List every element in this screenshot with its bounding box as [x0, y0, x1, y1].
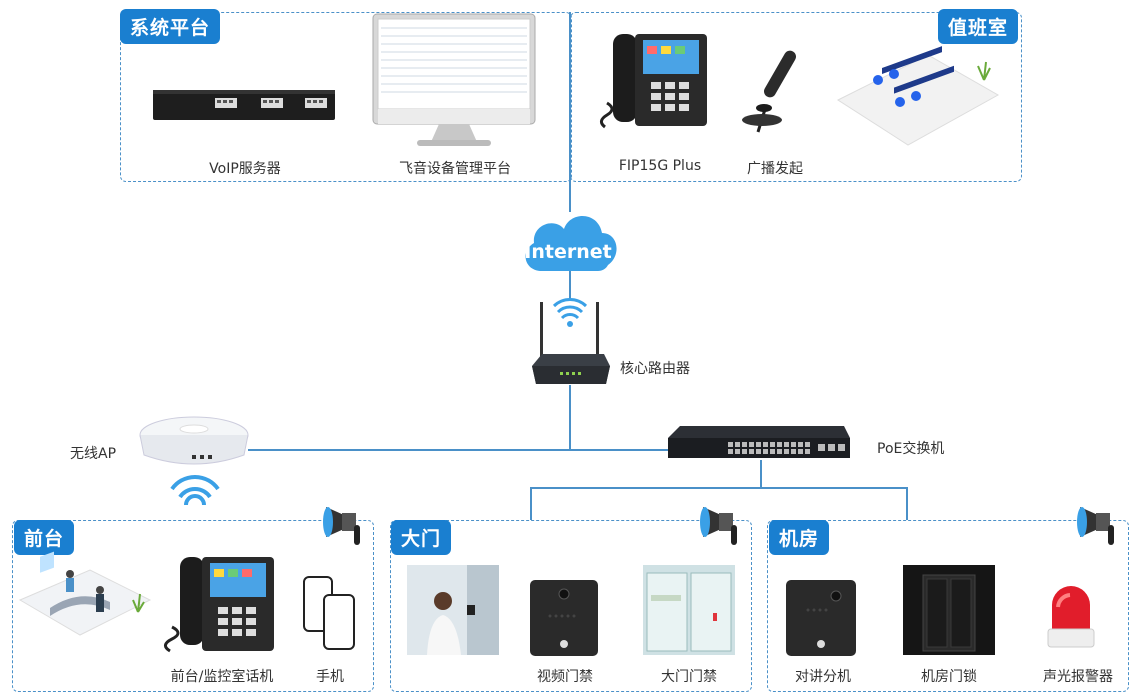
internet-cloud-icon: [525, 215, 617, 271]
link-bus-gate: [530, 487, 532, 520]
fip15g-label: FIP15G Plus: [618, 158, 702, 174]
voip-server-label: VoIP服务器: [209, 161, 281, 177]
voip-server-image: [153, 90, 335, 120]
link-ap-router: [248, 449, 678, 451]
zone-title-front-desk: 前台: [14, 520, 75, 555]
zone-gate: [390, 520, 752, 692]
zone-front-desk: [12, 520, 374, 692]
zone-title-duty-room: 值班室: [938, 9, 1019, 44]
link-bus-room: [906, 487, 908, 520]
core-router-image: [532, 298, 610, 384]
zone-system-platform: [120, 12, 572, 182]
front-desk-phone-image: [164, 557, 274, 653]
speaker-icon-gate: [700, 507, 737, 545]
zone-duty-room: [570, 12, 1022, 182]
zone-machine-room: [767, 520, 1129, 692]
front-desk-illustration: [18, 551, 152, 636]
gate-person-photo: [407, 565, 499, 655]
fip15g-phone-image: [600, 34, 707, 129]
gate-access-label: 大门门禁: [661, 669, 717, 685]
zone-title-system-platform: 系统平台: [120, 9, 221, 44]
wireless-ap-label: 无线AP: [70, 446, 117, 462]
zone-title-gate: 大门: [391, 520, 452, 555]
poe-switch-image: [668, 426, 850, 458]
machine-room-door-image: [903, 565, 995, 655]
management-platform-label: 飞音设备管理平台: [399, 161, 511, 177]
mobile-label: 手机: [316, 669, 344, 685]
poe-switch-label: PoE交换机: [877, 441, 945, 457]
broadcast-label: 广播发起: [747, 161, 803, 177]
front-desk-phone-label: 前台/监控室话机: [170, 669, 274, 685]
link-bus: [530, 487, 908, 489]
internet-label: Internet: [524, 241, 612, 263]
room-lock-label: 机房门锁: [921, 669, 977, 685]
alarm-label: 声光报警器: [1043, 669, 1113, 685]
speaker-icon-front-desk: [323, 507, 360, 545]
gate-door-photo: [643, 565, 735, 655]
link-internet-router: [569, 270, 571, 300]
core-router-label: 核心路由器: [620, 361, 690, 377]
broadcast-microphone-image: [742, 50, 796, 133]
wireless-ap-image: [139, 416, 249, 506]
zone-title-machine-room: 机房: [769, 520, 830, 555]
link-switch-down: [760, 460, 762, 488]
link-router-switch: [569, 385, 571, 450]
speaker-icon-machine-room: [1077, 507, 1114, 545]
management-monitor-image: [372, 13, 536, 146]
video-access-label: 视频门禁: [537, 669, 593, 685]
duty-room-illustration: [836, 46, 1000, 146]
mobile-phone-icon: [303, 576, 355, 650]
intercom-panel-image: [786, 580, 856, 656]
intercom-label: 对讲分机: [795, 669, 851, 685]
alarm-light-image: [1047, 586, 1095, 648]
video-access-panel-image: [530, 580, 598, 656]
